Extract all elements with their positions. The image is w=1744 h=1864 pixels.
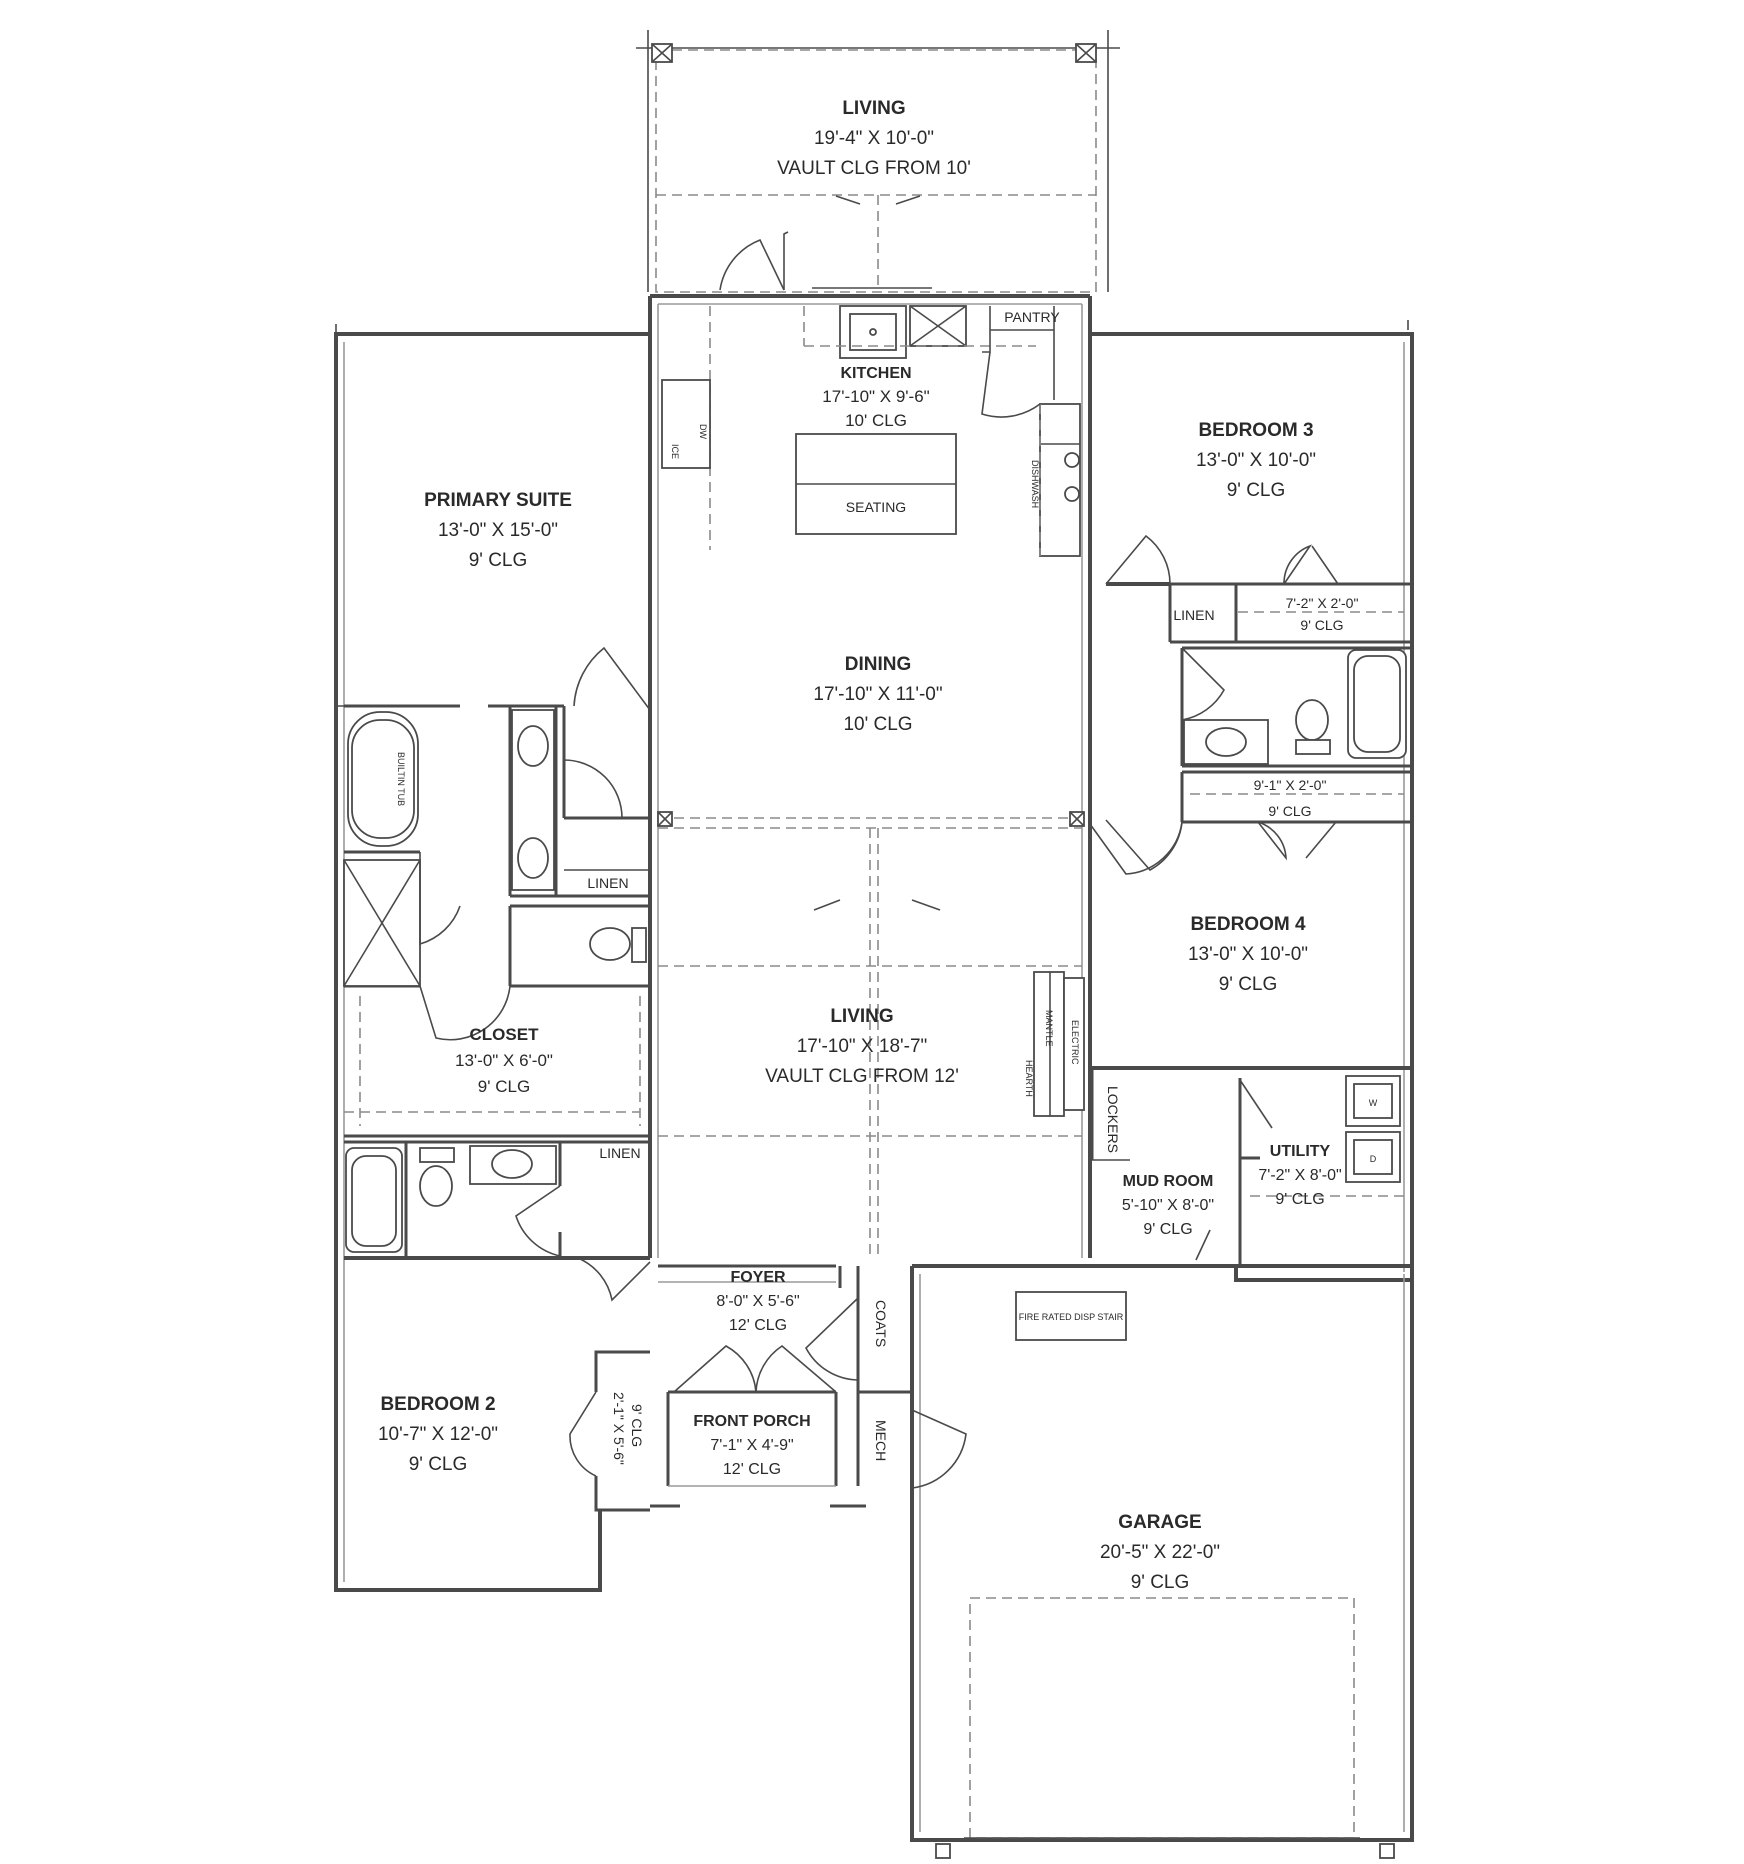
sink-icon <box>517 837 549 879</box>
column-icon <box>935 1843 951 1859</box>
room-ceiling: 9' CLG <box>629 1404 645 1447</box>
dishwasher-label: DISHWASH <box>1030 460 1040 508</box>
tub-label: BUILTIN TUB <box>396 752 406 806</box>
room-ceiling: 12' CLG <box>729 1317 787 1334</box>
room-dims: 17'-10" X 11'-0" <box>813 684 942 705</box>
room-name: COATS <box>873 1300 889 1347</box>
room-dims: 7'-2" X 2'-0" <box>1286 595 1359 611</box>
primary-bath-fixtures <box>336 646 651 1041</box>
closet-shelves <box>344 996 641 1126</box>
room-name: UTILITY <box>1270 1143 1331 1160</box>
room-ceiling: 9' CLG <box>1300 617 1343 633</box>
room-name: BEDROOM 3 <box>1198 420 1313 441</box>
room-name: LINEN <box>1173 607 1214 623</box>
room-ceiling: 10' CLG <box>845 411 907 430</box>
dw-label: DW <box>698 424 708 439</box>
room-ceiling: 9' CLG <box>1219 974 1278 995</box>
room-name: LIVING <box>842 98 905 119</box>
stair-label: FIRE RATED DISP STAIR <box>1019 1312 1124 1322</box>
sink-icon <box>517 725 549 767</box>
room-name: LOCKERS <box>1105 1086 1121 1153</box>
toilet-icon <box>589 927 631 961</box>
room-dims: 2'-1" X 5'-6" <box>611 1392 627 1465</box>
room-name: MECH <box>873 1420 889 1461</box>
room-name: FOYER <box>730 1269 786 1286</box>
room-ceiling: 9' CLG <box>409 1454 468 1475</box>
washer-label: W <box>1369 1098 1378 1108</box>
room-name: BEDROOM 4 <box>1190 914 1306 935</box>
room-ceiling: 12' CLG <box>723 1461 781 1478</box>
room-dims: 17'-10" X 18'-7" <box>797 1036 928 1057</box>
room-dims: 20'-5" X 22'-0" <box>1100 1542 1220 1563</box>
room-ceiling: 9' CLG <box>1131 1572 1190 1593</box>
room-name: BEDROOM 2 <box>380 1394 495 1415</box>
column-icon <box>1379 1843 1395 1859</box>
column-icon <box>1069 811 1085 827</box>
mantle-label: MANTLE <box>1044 1010 1054 1047</box>
dryer-label: D <box>1370 1154 1377 1164</box>
fireplace-icon <box>1033 971 1085 1117</box>
walls <box>334 294 1414 1859</box>
column-icon <box>657 811 673 827</box>
bath-2-fixtures <box>345 1145 651 1302</box>
room-ceiling: 10' CLG <box>843 714 912 735</box>
room-dims: 13'-0" X 6'-0" <box>455 1051 553 1070</box>
stair-icon <box>1015 1291 1127 1341</box>
room-dims: 10'-7" X 12'-0" <box>378 1424 498 1445</box>
room-name: LIVING <box>830 1006 893 1027</box>
room-ceiling: 9' CLG <box>1275 1191 1324 1208</box>
room-dims: 7'-1" X 4'-9" <box>710 1437 793 1454</box>
sink-icon <box>1205 727 1247 757</box>
room-dims: 13'-0" X 10'-0" <box>1196 450 1316 471</box>
column-icon <box>1075 43 1097 63</box>
sink-icon <box>491 1149 533 1179</box>
room-dims: 19'-4" X 10'-0" <box>814 128 934 149</box>
front-doors <box>569 821 1183 1489</box>
seating-label: SEATING <box>846 499 906 515</box>
room-name: KITCHEN <box>840 365 911 382</box>
room-ceiling: VAULT CLG FROM 10' <box>777 158 971 179</box>
room-name: DINING <box>845 654 912 675</box>
column-icon <box>651 43 673 63</box>
room-name: MUD ROOM <box>1123 1173 1214 1190</box>
room-name: GARAGE <box>1118 1512 1201 1533</box>
room-ceiling: 9' CLG <box>1143 1221 1192 1238</box>
ice-label: ICE <box>670 444 680 459</box>
room-name: LINEN <box>587 875 628 891</box>
toilet-icon <box>1295 699 1329 741</box>
utility-fixtures <box>1015 1075 1404 1341</box>
range-icon <box>909 305 967 347</box>
kitchen-fixtures <box>661 305 1081 557</box>
room-labels: LIVING 19'-4" X 10'-0" VAULT CLG FROM 10… <box>378 98 1378 1593</box>
room-name: PRIMARY SUITE <box>424 490 572 511</box>
room-name: LINEN <box>599 1145 640 1161</box>
room-name: CLOSET <box>470 1025 540 1044</box>
room-ceiling: 9' CLG <box>1227 480 1286 501</box>
hearth-label: HEARTH <box>1024 1060 1034 1097</box>
room-ceiling: VAULT CLG FROM 12' <box>765 1066 959 1087</box>
toilet-icon <box>419 1165 453 1207</box>
electric-label: ELECTRIC <box>1070 1020 1080 1065</box>
room-dims: 8'-0" X 5'-6" <box>716 1293 799 1310</box>
room-name: PANTRY <box>1004 309 1060 325</box>
room-dims: 9'-1" X 2'-0" <box>1254 777 1327 793</box>
ceiling-beams <box>657 811 1085 1258</box>
room-dims: 17'-10" X 9'-6" <box>822 387 929 406</box>
room-dims: 7'-2" X 8'-0" <box>1258 1167 1341 1184</box>
bath-3-fixtures <box>1105 534 1407 872</box>
room-name: FRONT PORCH <box>693 1413 810 1430</box>
room-dims: 5'-10" X 8'-0" <box>1122 1197 1214 1214</box>
room-ceiling: 9' CLG <box>478 1077 530 1096</box>
rear-living-area <box>636 30 1120 293</box>
room-dims: 13'-0" X 15'-0" <box>438 520 558 541</box>
room-ceiling: 9' CLG <box>1268 803 1311 819</box>
room-dims: 13'-0" X 10'-0" <box>1188 944 1308 965</box>
room-ceiling: 9' CLG <box>469 550 528 571</box>
